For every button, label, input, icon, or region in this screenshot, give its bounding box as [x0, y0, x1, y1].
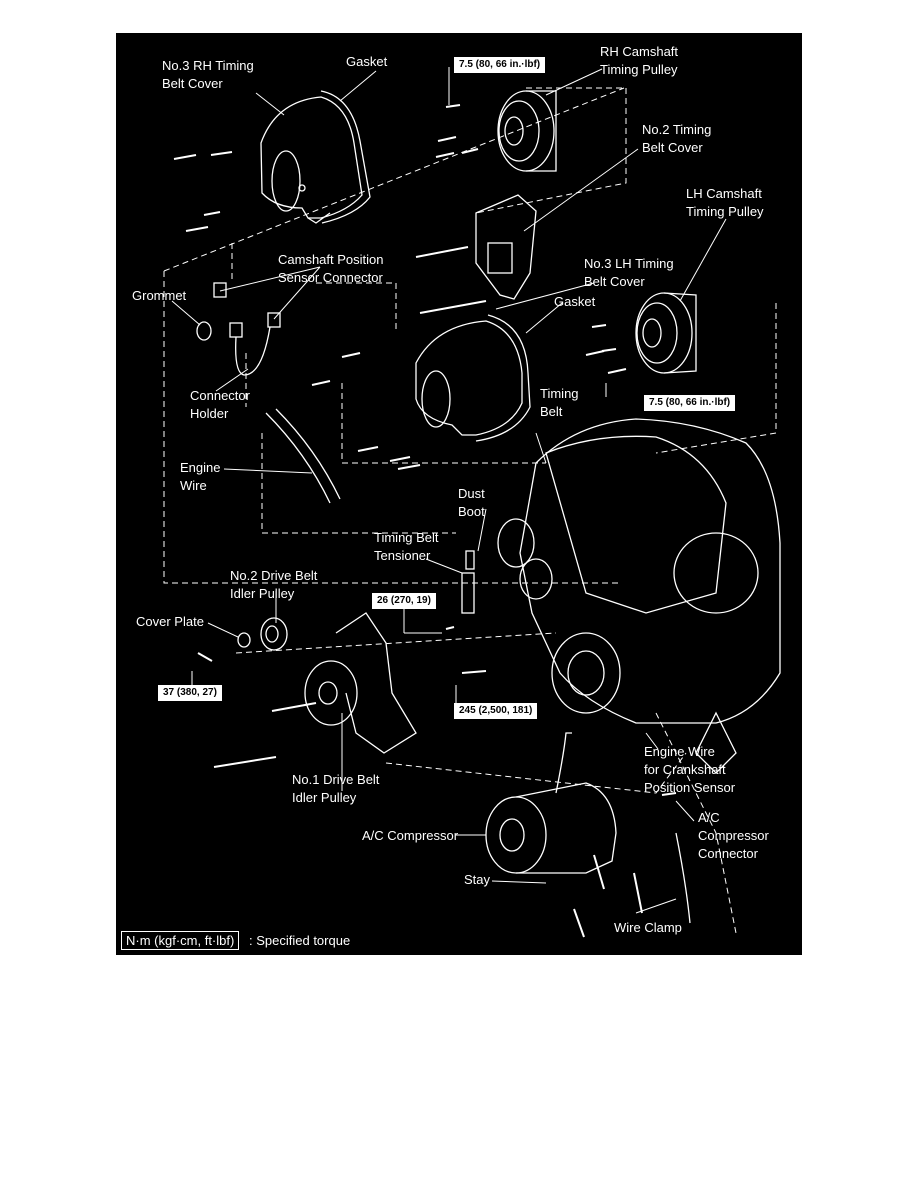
- torque-legend-text: : Specified torque: [249, 933, 351, 948]
- lh-timing-belt-cover: [415, 320, 523, 436]
- label-stay: Stay: [464, 872, 491, 887]
- torque-tensioner: 26 (270, 19): [372, 593, 436, 609]
- rh-timing-belt-cover: [260, 96, 363, 224]
- label-gasket-top: Gasket: [346, 54, 388, 69]
- bolts: [173, 104, 677, 938]
- no2-idler-pulley: [237, 617, 288, 651]
- ac-compressor: [485, 732, 617, 874]
- engine-block: [497, 418, 781, 774]
- torque-crankshaft-bolt: 245 (2,500, 181): [454, 703, 538, 719]
- grommet: [196, 321, 212, 341]
- label-wire-clamp: Wire Clamp: [614, 920, 682, 935]
- timing-belt-tensioner: [461, 550, 475, 614]
- no2-timing-belt-cover: [475, 194, 537, 300]
- label-ac-compressor: A/C Compressor: [362, 828, 459, 843]
- label-grommet: Grommet: [132, 288, 187, 303]
- leader-lines: [171, 67, 727, 914]
- wire-clamp: [675, 832, 691, 924]
- torque-rh-pulley: 7.5 (80, 66 in.·lbf): [454, 57, 546, 73]
- diagram-artwork: [163, 67, 781, 938]
- assembly-lines: [163, 87, 777, 934]
- engine-wire: [265, 408, 341, 504]
- cam-sensor-connector: [213, 282, 281, 376]
- lh-gasket: [475, 314, 531, 442]
- rh-gasket: [320, 90, 371, 224]
- rh-camshaft-pulley: [497, 90, 557, 172]
- no1-idler-pulley-bracket: [304, 612, 417, 754]
- torque-lh-pulley: 7.5 (80, 66 in.·lbf): [644, 395, 736, 411]
- torque-cover-plate: 37 (380, 27): [158, 685, 222, 701]
- label-gasket-mid: Gasket: [554, 294, 596, 309]
- lh-camshaft-pulley: [635, 292, 697, 374]
- label-cover-plate: Cover Plate: [136, 614, 204, 629]
- torque-unit-legend-box: N·m (kgf·cm, ft·lbf): [121, 931, 240, 950]
